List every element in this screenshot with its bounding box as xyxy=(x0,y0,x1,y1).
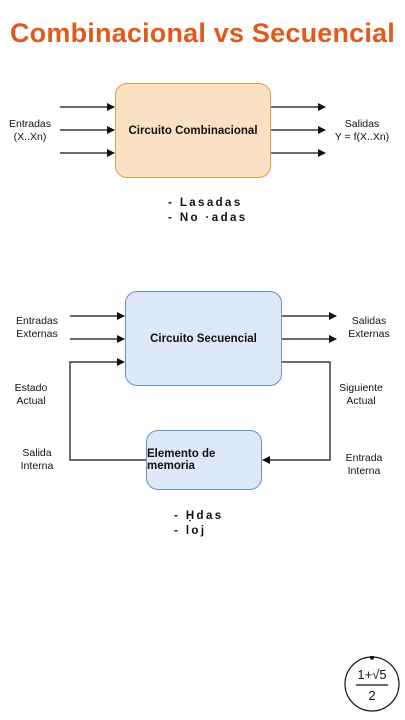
comb-inputs-label: Entradas (X..Xn) xyxy=(8,118,52,144)
seq-note-1: - Ḥdas xyxy=(174,510,224,522)
comb-outputs-label-line-2: Y = f(X..Xn) xyxy=(334,131,390,143)
comb-inputs-label-line-1: Entradas xyxy=(8,118,52,130)
logo-denominator: 2 xyxy=(368,688,376,703)
sequential-circuit-label: Circuito Secuencial xyxy=(150,332,257,345)
logo-numerator: 1+√5 xyxy=(357,667,387,682)
memory-element-block: Elemento de memoria xyxy=(146,430,262,490)
seq-external-inputs-line-2: Externas xyxy=(16,328,58,340)
current-state-feedback-line xyxy=(69,358,146,461)
comb-note-2: - No ·adas xyxy=(168,212,248,224)
memory-element-label: Elemento de memoria xyxy=(147,448,216,472)
seq-note-2: - loj xyxy=(174,525,207,537)
logo-circle-icon xyxy=(344,655,400,712)
internal-input-label: Entrada Interna xyxy=(340,452,388,478)
internal-output-line-2: Interna xyxy=(20,460,54,472)
current-state-line-2: Actual xyxy=(16,395,46,407)
seq-external-inputs-line-1: Entradas xyxy=(15,315,59,327)
page-title: Combinacional vs Secuencial xyxy=(9,18,396,48)
next-state-line-1: Siguiente xyxy=(339,382,383,394)
seq-external-outputs-label: Salidas Externas xyxy=(342,315,396,341)
seq-external-inputs-label: Entradas Externas xyxy=(10,315,64,341)
seq-external-outputs-line-2: Externas xyxy=(348,328,390,340)
comb-inputs-label-line-2: (X..Xn) xyxy=(13,131,47,143)
comb-note-1: - Lasadas xyxy=(168,197,243,209)
seq-external-outputs-line-1: Salidas xyxy=(351,315,387,327)
internal-output-line-1: Salida xyxy=(22,447,52,459)
internal-input-line-2: Interna xyxy=(347,465,381,477)
sequential-circuit-block: Circuito Secuencial xyxy=(125,291,282,386)
combinational-circuit-block: Circuito Combinacional xyxy=(115,83,271,178)
next-state-label: Siguiente Actual xyxy=(336,382,386,408)
internal-input-line-1: Entrada xyxy=(345,452,383,464)
golden-ratio-logo: 1+√5 2 xyxy=(344,655,400,712)
current-state-label: Estado Actual xyxy=(8,382,54,408)
combinational-circuit-label: Circuito Combinacional xyxy=(128,124,258,137)
current-state-line-1: Estado xyxy=(14,382,48,394)
next-state-line-2: Actual xyxy=(346,395,376,407)
internal-output-label: Salida Interna xyxy=(14,447,60,473)
next-state-feedback-line xyxy=(262,361,331,464)
comb-outputs-label: Salidas Y = f(X..Xn) xyxy=(327,118,397,144)
comb-outputs-label-line-1: Salidas xyxy=(344,118,380,130)
